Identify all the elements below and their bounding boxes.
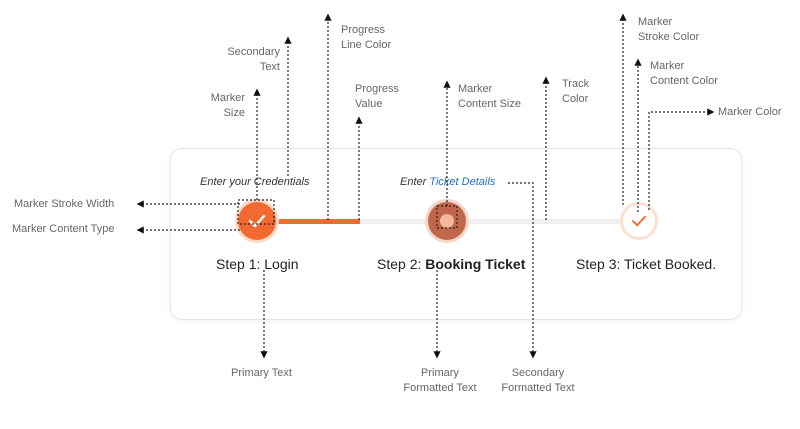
check-icon	[632, 215, 646, 227]
label-marker-stroke-width: Marker Stroke Width	[14, 198, 115, 210]
step-2-primary-text: Step 2: Booking Ticket	[377, 256, 526, 272]
step-2-marker[interactable]	[428, 202, 466, 240]
stepper-progress-line	[258, 219, 360, 224]
check-icon	[248, 214, 266, 228]
step-1-marker[interactable]	[238, 202, 276, 240]
step-2-secondary-text: Enter Ticket Details	[400, 176, 496, 188]
label-marker-color: Marker Color	[718, 106, 782, 118]
step-3-primary-text: Step 3: Ticket Booked.	[576, 256, 717, 272]
step-1-primary-text: Step 1: Login	[216, 256, 299, 272]
label-primary-text: Primary Text	[231, 367, 292, 379]
label-marker-content-type: Marker Content Type	[12, 223, 115, 235]
step-1-secondary-text: Enter your Credentials	[200, 176, 310, 188]
dot-icon	[440, 214, 454, 228]
step-3-marker[interactable]	[620, 202, 658, 240]
